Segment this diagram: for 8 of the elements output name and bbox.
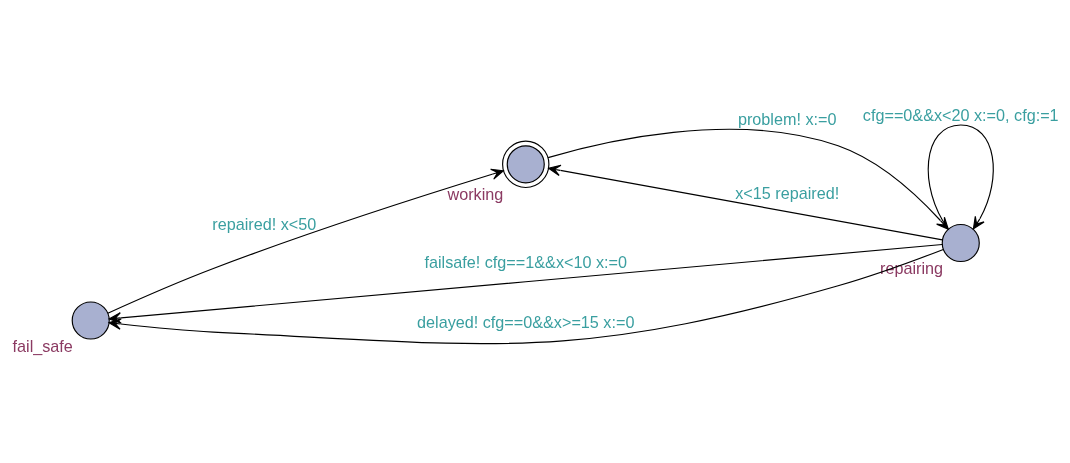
edge-label: x<15 repaired! <box>735 183 840 202</box>
edge-label: delayed! cfg==0&&x>=15 x:=0 <box>417 312 635 331</box>
edge-label: problem! x:=0 <box>737 109 837 128</box>
node-label: working <box>447 184 504 203</box>
edge-label: failsafe! cfg==1&&x<10 x:=0 <box>424 252 627 271</box>
edge-label: cfg==0&&x<20 x:=0, cfg:=1 <box>862 105 1059 124</box>
node-label: fail_safe <box>12 336 73 355</box>
edge-label: repaired! x<50 <box>212 215 317 233</box>
